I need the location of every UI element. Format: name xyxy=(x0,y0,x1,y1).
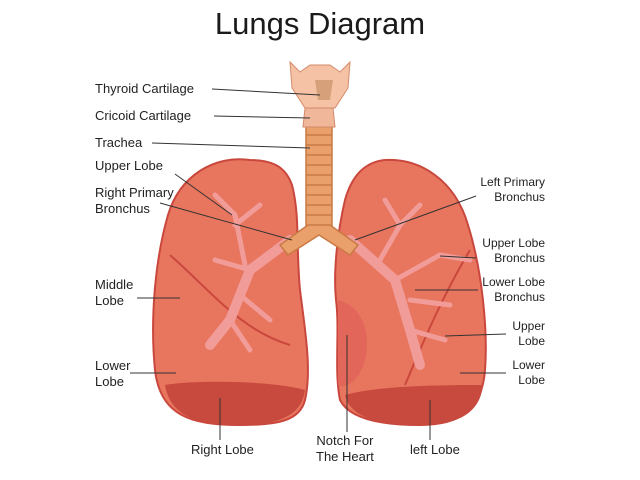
label-line: Upper xyxy=(512,319,545,333)
label-line: The Heart xyxy=(316,449,374,464)
label-left-lobe: left Lobe xyxy=(410,442,460,457)
label-trachea: Trachea xyxy=(95,135,143,150)
leader-lines xyxy=(130,88,507,440)
label-line: Lower xyxy=(512,358,545,372)
label-line: Upper Lobe xyxy=(482,236,545,250)
label-line: Middle xyxy=(95,277,134,292)
label-line: Lower xyxy=(95,358,131,373)
label-line: Bronchus xyxy=(494,251,545,265)
left-lung-lower-band xyxy=(345,385,483,425)
label-cricoid-cartilage: Cricoid Cartilage xyxy=(95,108,192,123)
diagram-title: Lungs Diagram xyxy=(214,6,426,41)
label-line: Left Primary xyxy=(480,175,545,189)
label-line: Lower Lobe xyxy=(482,275,545,289)
label-thyroid-cartilage: Thyroid Cartilage xyxy=(95,81,194,96)
left-lung-fissure xyxy=(404,249,471,386)
label-line: Lobe xyxy=(518,334,545,348)
label-line: Lobe xyxy=(518,373,545,387)
label-right-lobe: Right Lobe xyxy=(191,442,254,457)
heart-notch xyxy=(338,300,367,387)
primary-bronchi xyxy=(278,224,360,256)
label-line: Bronchus xyxy=(494,290,545,304)
label-upper-lobe-right: Upper Lobe xyxy=(95,158,163,173)
right-lung-lower-band xyxy=(165,381,305,425)
label-line: Right Primary xyxy=(95,185,174,200)
label-line: Lobe xyxy=(95,293,124,308)
right-lung-fissure xyxy=(169,254,291,346)
right-lung xyxy=(152,158,309,427)
label-line: Notch For xyxy=(316,433,374,448)
label-line: Lobe xyxy=(95,374,124,389)
label-line: Bronchus xyxy=(95,201,150,216)
left-lung xyxy=(334,158,487,427)
label-line: Bronchus xyxy=(494,190,545,204)
